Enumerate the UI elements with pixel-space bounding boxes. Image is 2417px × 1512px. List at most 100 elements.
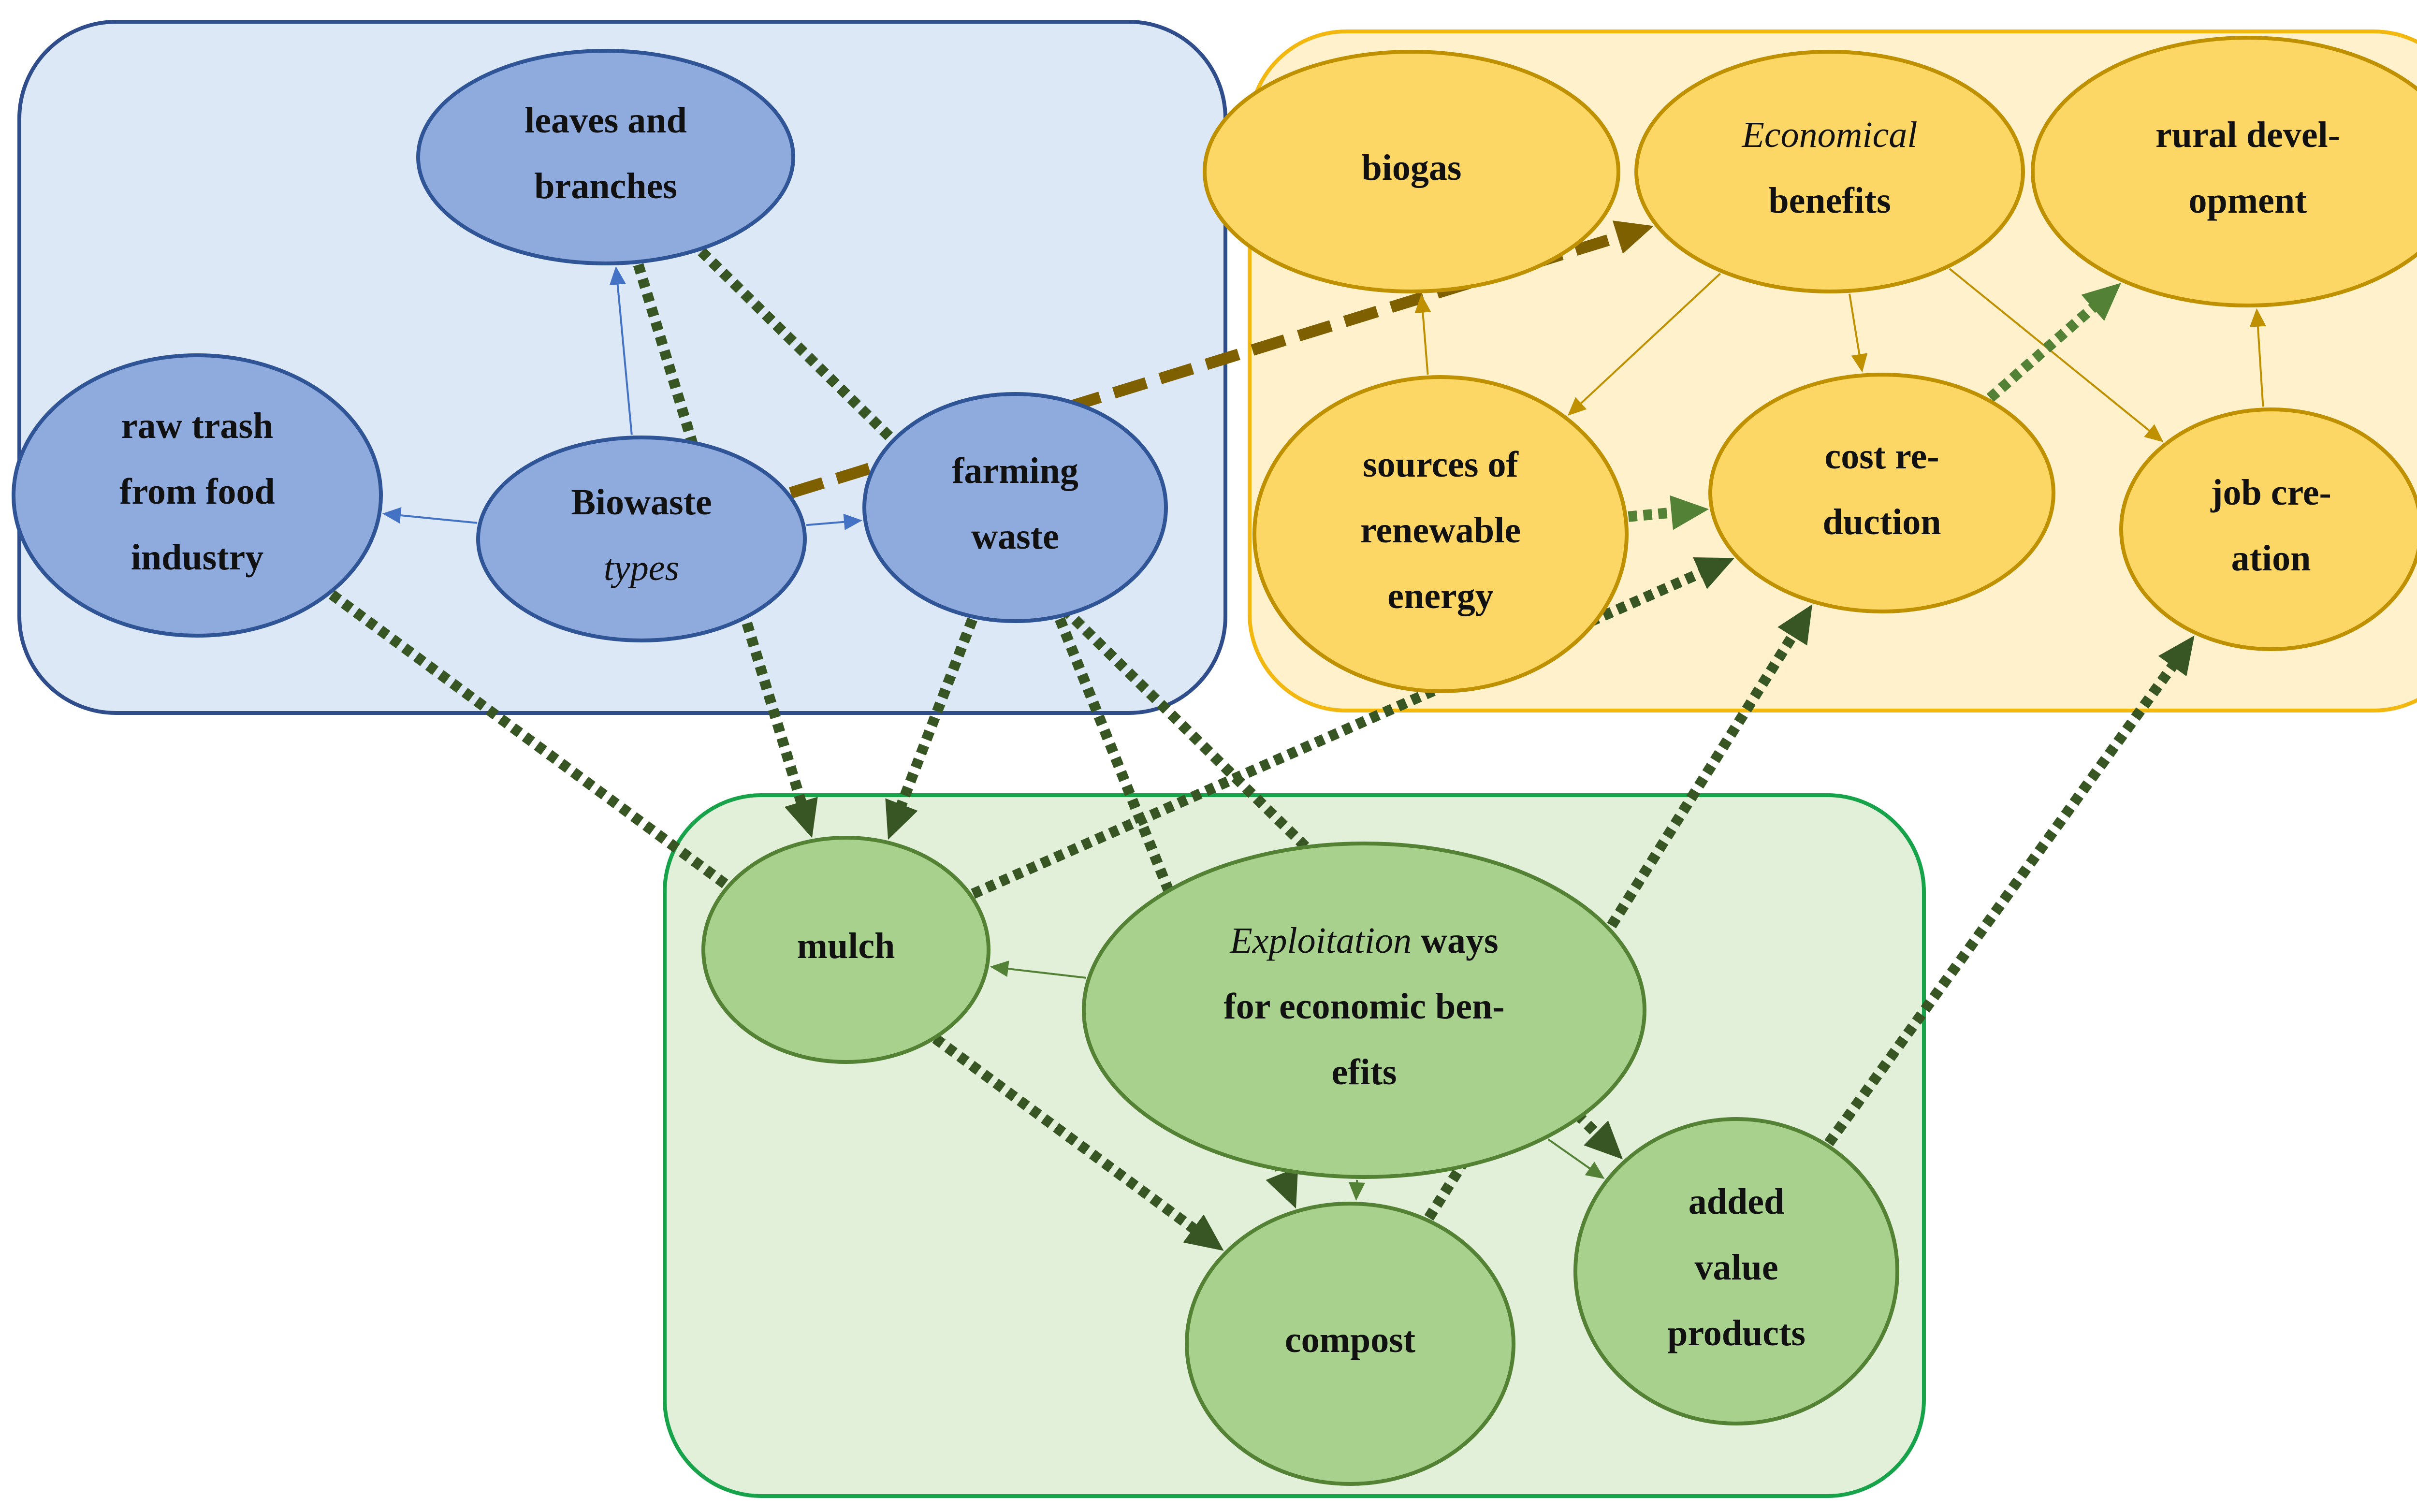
arrow-cost-to-rural (1986, 283, 2121, 402)
node-raw-trash-label-line: raw trash (121, 406, 274, 446)
arrow-leaves-to-mulch-line (633, 263, 808, 807)
node-economical-benefits-shape (1634, 50, 2025, 293)
node-biowaste-types-shape (476, 436, 807, 642)
node-mulch: mulch (701, 836, 990, 1064)
node-exploitation-ways-label-line: efits (1331, 1052, 1397, 1092)
node-rural-development-label-line: rural devel- (2155, 115, 2340, 155)
node-mulch-label-line: mulch (797, 926, 895, 966)
node-raw-trash-shape (12, 353, 383, 638)
node-compost: compost (1185, 1202, 1515, 1486)
node-farming-waste: farming waste (862, 392, 1168, 623)
node-rural-development: rural devel-opment (2031, 36, 2417, 307)
node-job-creation-label-line: job cre- (2210, 472, 2331, 513)
arrow-raw-trash-to-compost-head (1183, 1214, 1224, 1251)
arrow-cost-to-rural-line (1986, 301, 2099, 402)
node-rural-development-shape (2031, 36, 2417, 307)
arrow-benefits-to-cost-line (1849, 293, 1861, 357)
node-biowaste-types-label-line: types (604, 548, 679, 588)
node-job-creation: job cre-ation (2119, 407, 2417, 651)
arrow-compost-to-cost-head (1777, 604, 1813, 646)
node-leaves-label-line: branches (534, 166, 677, 206)
node-cost-reduction-shape (1708, 373, 2055, 613)
node-job-creation-shape (2119, 407, 2417, 651)
arrow-added-value-to-job-head (2158, 635, 2195, 677)
node-economical-benefits-label-line: Economical (1741, 115, 1917, 155)
node-exploitation-ways-label-line: for economic ben- (1223, 986, 1504, 1027)
node-biogas: biogas (1203, 50, 1620, 293)
arrow-biowaste-to-raw-trash (382, 507, 478, 524)
node-sources-renewable-label-line: energy (1387, 576, 1493, 616)
arrow-benefits-to-cost (1849, 293, 1868, 373)
node-added-value-label-line: value (1694, 1247, 1778, 1288)
arrow-job-to-rural (2249, 308, 2266, 407)
arrow-benefits-to-cost-head (1851, 353, 1868, 373)
arrow-leaves-to-added-value-head (1584, 1120, 1623, 1160)
node-exploitation-ways: Exploitation ways for economic ben-efits (1082, 842, 1646, 1179)
arrow-benefits-to-job-head (2144, 424, 2164, 442)
node-rural-development-label-line: opment (2189, 180, 2307, 221)
arrow-farming-to-mulch-line (895, 617, 977, 810)
arrow-farming-to-mulch-head (885, 798, 918, 840)
node-sources-renewable-label-line: renewable (1360, 510, 1521, 551)
arrow-sources-to-biogas (1414, 294, 1431, 375)
node-sources-renewable-label-line: sources of (1363, 444, 1519, 485)
arrow-exploitation-to-added-value-head (1585, 1162, 1605, 1179)
node-exploitation-ways-shape (1082, 842, 1646, 1179)
arrow-biowaste-to-economical-benefits-head (1612, 220, 1654, 254)
arrow-exploitation-to-mulch-line (1006, 967, 1087, 979)
arrow-biowaste-to-leaves-line (616, 282, 633, 435)
node-raw-trash-label-line: industry (131, 537, 264, 578)
arrow-sources-to-cost-line (1628, 507, 1676, 522)
node-economical-benefits-label-line: benefits (1768, 180, 1891, 221)
arrow-exploitation-to-compost (1349, 1179, 1365, 1201)
node-raw-trash: raw trash from food industry (12, 353, 383, 638)
arrow-job-to-rural-head (2249, 308, 2266, 327)
node-sources-renewable-shape (1252, 375, 1629, 693)
node-compost-label-line: compost (1285, 1320, 1415, 1360)
arrow-biowaste-to-leaves-head (609, 266, 626, 286)
arrow-raw-trash-to-compost (328, 590, 1224, 1251)
node-biowaste-types-label-line: Biowaste (571, 482, 712, 523)
arrow-added-value-to-job-line (1824, 660, 2179, 1147)
arrow-leaves-to-mulch-head (784, 797, 818, 838)
node-farming-waste-label-line: farming (952, 451, 1078, 491)
node-added-value-label-line: products (1667, 1313, 1805, 1353)
arrow-biowaste-to-leaves (609, 266, 633, 435)
arrow-cost-to-rural-head (2081, 283, 2121, 321)
arrow-exploitation-to-mulch-head (990, 960, 1009, 977)
arrow-biowaste-to-farming (806, 513, 862, 530)
arrow-farming-to-mulch (885, 617, 977, 840)
node-added-value-shape (1573, 1117, 1899, 1425)
node-economical-benefits: Economical benefits (1634, 50, 2025, 293)
node-cost-reduction-label-line: duction (1823, 502, 1941, 542)
node-farming-waste-label-line: waste (971, 516, 1059, 557)
arrow-benefits-to-sources-head (1567, 397, 1587, 416)
arrow-biowaste-to-raw-trash-head (382, 507, 402, 524)
arrow-mulch-to-cost-head (1693, 557, 1735, 589)
node-compost-shape (1185, 1202, 1515, 1486)
arrow-added-value-to-job (1824, 635, 2195, 1147)
arrow-compost-to-cost-line (1424, 630, 1799, 1221)
node-farming-waste-shape (862, 392, 1168, 623)
arrow-biowaste-to-economical-benefits (789, 220, 1654, 499)
arrow-farming-to-compost-head (1266, 1167, 1298, 1209)
arrow-biowaste-to-raw-trash-line (398, 514, 478, 524)
node-raw-trash-label-line: from food (119, 471, 275, 512)
node-sources-renewable: sources of renewable energy (1252, 375, 1629, 693)
arrow-sources-to-biogas-head (1414, 294, 1431, 313)
node-biogas-label-line: biogas (1362, 147, 1462, 188)
arrow-exploitation-to-added-value (1547, 1138, 1605, 1179)
node-exploitation-ways-label-line: Exploitation ways (1229, 920, 1498, 961)
arrow-exploitation-to-added-value-line (1547, 1138, 1592, 1170)
arrow-job-to-rural-line (2257, 324, 2264, 407)
arrow-biowaste-to-farming-head (843, 513, 862, 530)
node-cost-reduction: cost re-duction (1708, 373, 2055, 613)
arrow-biowaste-to-farming-line (806, 521, 846, 526)
node-mulch-shape (701, 836, 990, 1064)
node-leaves-shape (416, 49, 795, 265)
arrow-compost-to-cost (1424, 604, 1813, 1221)
